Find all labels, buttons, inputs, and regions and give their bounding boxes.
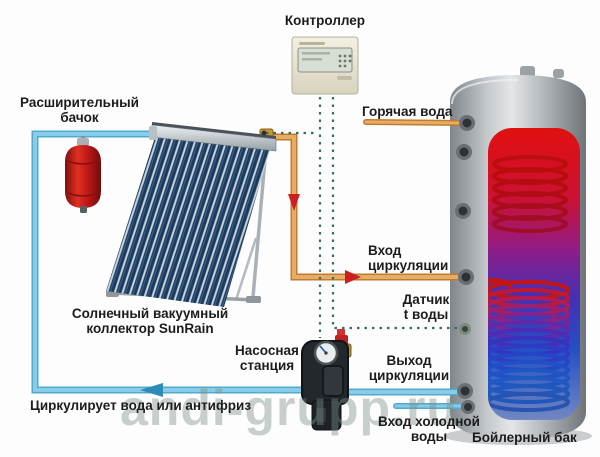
pump-switch [316,408,326,422]
solar-collector [106,122,277,307]
controller-screen-dots [338,54,352,68]
pump-panel [322,365,344,397]
port-spare-1 [456,144,472,160]
port-circulation-out [457,383,473,399]
cold-circuit-pipes [31,130,467,409]
expansion-tank-valve [77,138,89,146]
site-watermark: andi-grupp.ru [120,380,458,436]
port-cold-water [461,400,475,414]
tank-top-fitting [520,66,535,78]
port-spare-2 [455,203,471,219]
expansion-tank-body [65,145,101,208]
expansion-tank-nub [80,206,87,213]
vacuum-tubes [106,131,272,307]
header-left-cap [149,126,157,140]
frame-leg [251,147,268,298]
wire-controller-to-tank-sensor [331,97,462,330]
expansion-tank-label: Расширительный бачок [20,95,139,126]
circulating-fluid-label: Циркулирует вода или антифриз [30,398,252,413]
circulation-outlet-label: Выход циркуляции [368,353,450,384]
port-circulation-in [458,269,474,285]
port-temp-sensor [459,323,471,335]
flow-arrow-down [288,194,300,211]
flow-arrow-right [345,270,361,284]
controller-button [337,76,352,80]
cold-water-inlet-label: Вход холодной воды [378,414,480,445]
controller-device [291,36,359,95]
tank-ports [455,115,475,414]
temp-sensor-label: Датчик t воды [402,292,450,323]
boiler-tank-label: Бойлерный бак [472,430,577,445]
collector-label: Солнечный вакуумный коллектор SunRain [71,306,229,337]
lower-coil [488,274,570,412]
pump-station [300,329,352,431]
boiler-tank [444,66,592,445]
frame-foot [246,296,261,303]
expansion-tank [65,136,101,213]
hot-water-label: Горячая вода [362,104,453,119]
tank-top-fitting [553,69,564,78]
frame-brace [234,237,258,301]
hot-circuit-pipes [259,119,465,284]
port-hot-water [459,115,475,131]
relief-valve-cap [337,329,345,336]
upper-coil [492,155,568,233]
controller-label: Контроллер [284,13,366,28]
flow-arrow-left [140,383,163,397]
circulation-inlet-label: Вход циркуляции [368,243,449,274]
pump-station-label: Насосная станция [235,343,299,374]
pump-lower-body [311,399,342,431]
collector-sensor-dot [261,130,267,136]
sensor-wires [266,97,462,338]
